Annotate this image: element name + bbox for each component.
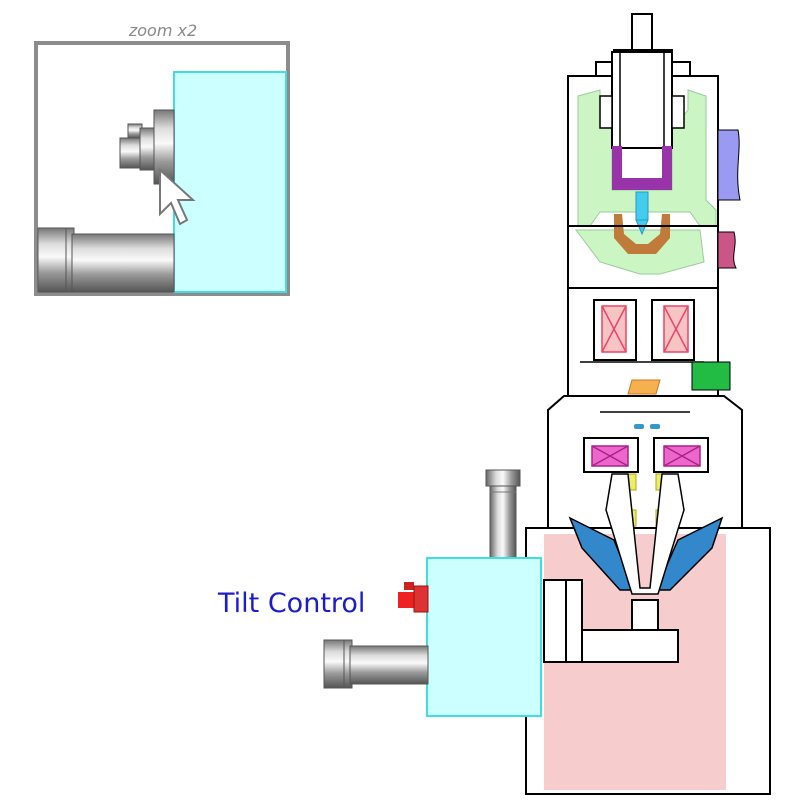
specimen-chamber (525, 473, 771, 795)
tilt-control-label: Tilt Control (217, 588, 365, 619)
pole-piece-left (568, 516, 636, 591)
pole-piece-right (654, 516, 724, 591)
aperture (627, 379, 661, 395)
zoom-tilt-knob (119, 109, 175, 185)
electron-gun (567, 13, 741, 296)
anode (614, 214, 670, 254)
arrow-pointer-icon (159, 167, 196, 226)
tilt-knob[interactable] (398, 582, 429, 613)
gun-port-blue (717, 129, 741, 201)
stage-mechanism: Tilt Control (217, 469, 542, 717)
objective-section (547, 395, 743, 529)
zoom-label: zoom x2 (128, 21, 197, 40)
specimen-holder (631, 599, 659, 631)
filament-holder (612, 146, 672, 190)
zoom-stage-box (173, 71, 287, 293)
stage-box[interactable] (426, 557, 542, 717)
emitter-tip (635, 191, 649, 221)
metal-cylinder-icon (323, 639, 429, 689)
metal-cylinder-icon (485, 469, 521, 559)
zoom-stage-cylinder (37, 227, 175, 293)
green-port (691, 361, 731, 391)
gun-port-pink (717, 231, 737, 269)
condenser-section (567, 287, 731, 397)
zoom-inset: zoom x2 (34, 21, 290, 296)
specimen-stage (581, 629, 679, 663)
